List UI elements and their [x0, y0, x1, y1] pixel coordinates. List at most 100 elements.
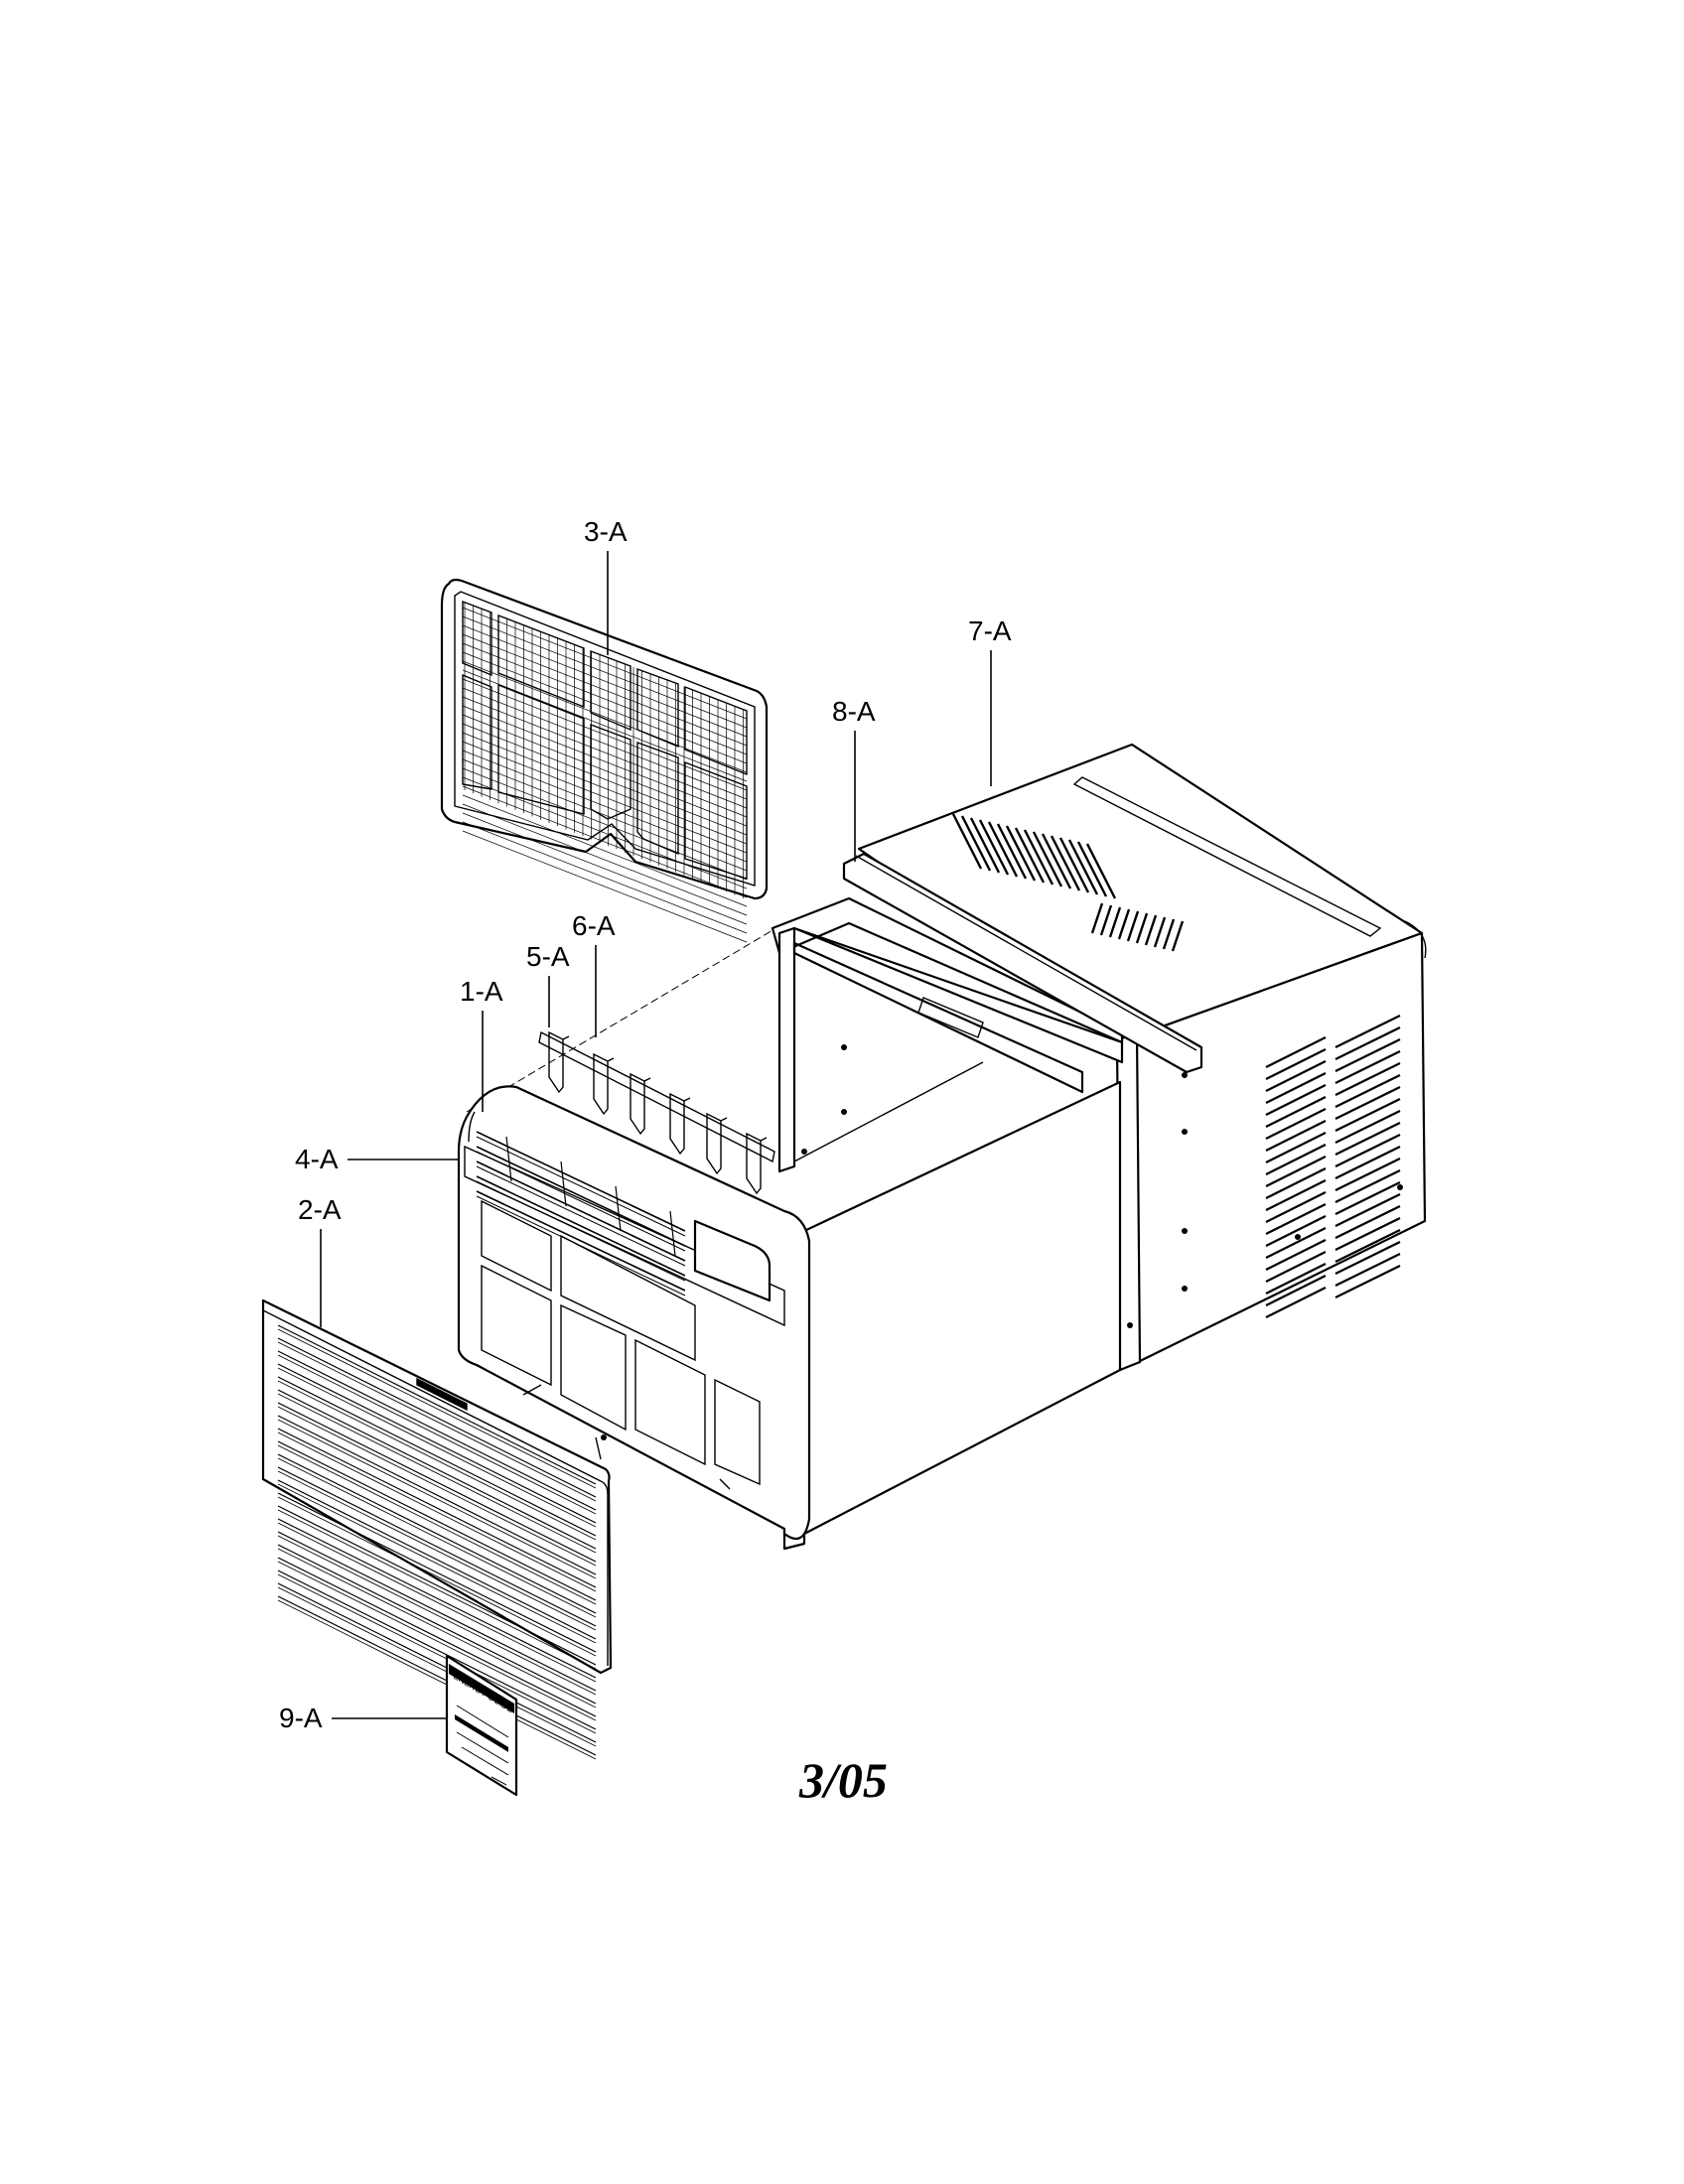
- drawing-shape: [548, 1030, 564, 1094]
- drawing-stroke: [476, 1146, 686, 1247]
- drawing-shape: [593, 1052, 609, 1116]
- drawing-stroke: [1265, 1084, 1327, 1116]
- revision-date: 3/05: [798, 1752, 888, 1808]
- drawing-stroke: [1334, 1122, 1401, 1156]
- drawing-stroke: [277, 1376, 597, 1537]
- drawing-stroke: [1265, 1048, 1327, 1080]
- drawing-stroke: [462, 696, 748, 809]
- label-7A: 7-A: [968, 615, 1012, 646]
- drawing-stroke: [462, 732, 748, 845]
- drawing-stroke: [1265, 1108, 1327, 1140]
- filter-mesh-cells: [462, 600, 748, 943]
- drawing-shape: [636, 667, 679, 749]
- drawing-stroke: [277, 1432, 597, 1592]
- drawing-stroke: [476, 1131, 686, 1232]
- drawing-stroke: [1265, 1191, 1327, 1223]
- drawing-stroke: [669, 1210, 676, 1257]
- drawing-stroke: [683, 1097, 691, 1102]
- drawing-stroke: [1334, 1015, 1401, 1048]
- cabinet-side-louvers: [1265, 1015, 1401, 1318]
- drawing-stroke: [1117, 908, 1131, 940]
- drawing-stroke: [1334, 1134, 1401, 1167]
- drawing-stroke: [277, 1586, 597, 1747]
- drawing-stroke: [1108, 906, 1122, 938]
- label-6A: 6-A: [572, 910, 616, 941]
- drawing-stroke: [462, 776, 748, 889]
- cabinet-top-louvers: [951, 813, 1185, 952]
- drawing-stroke: [760, 1137, 768, 1142]
- drawing-stroke: [1334, 1098, 1401, 1132]
- drawing-stroke: [1171, 920, 1185, 952]
- drawing-stroke: [476, 1136, 686, 1237]
- front-panel-grille: [261, 1298, 613, 1760]
- drawing-stroke: [277, 1599, 597, 1760]
- front-filter-openings: [481, 1199, 761, 1486]
- callout-8A: 8-A: [832, 696, 876, 862]
- drawing-stroke: [996, 823, 1028, 880]
- drawing-stroke: [277, 1557, 597, 1717]
- drawing-stroke: [277, 1496, 597, 1657]
- drawing-stroke: [277, 1535, 597, 1696]
- front-panel-slots: [277, 1324, 597, 1760]
- drawing-stroke: [462, 642, 748, 755]
- drawing-stroke: [1076, 841, 1108, 897]
- drawing-stroke: [476, 1175, 686, 1277]
- drawing-stroke: [1050, 835, 1081, 891]
- label-4A: 4-A: [295, 1144, 339, 1174]
- drawing-stroke: [1265, 1227, 1327, 1259]
- drawing-shape: [481, 1199, 552, 1293]
- drawing-stroke: [277, 1479, 597, 1640]
- drawing-stroke: [1334, 1193, 1401, 1227]
- drawing-stroke: [277, 1492, 597, 1653]
- drawing-stroke: [1334, 1062, 1401, 1096]
- drawing-stroke: [462, 785, 748, 898]
- drawing-stroke: [1023, 829, 1054, 886]
- drawing-stroke: [987, 821, 1019, 878]
- drawing-stroke: [462, 633, 748, 747]
- drawing-stroke: [462, 830, 748, 943]
- drawing-stroke: [1265, 1060, 1327, 1092]
- drawing-stroke: [1334, 1110, 1401, 1144]
- drawing-shape: [669, 1092, 685, 1156]
- drawing-stroke: [1099, 904, 1113, 936]
- drawing-stroke: [462, 624, 748, 738]
- drawing-stroke: [1265, 1156, 1327, 1187]
- drawing-stroke: [462, 767, 748, 881]
- drawing-stroke: [1144, 914, 1158, 946]
- drawing-stroke: [1032, 831, 1063, 887]
- drawing-stroke: [462, 741, 748, 854]
- drawing-stroke: [277, 1350, 597, 1511]
- drawing-stroke: [462, 678, 748, 791]
- drawing-stroke: [277, 1444, 597, 1605]
- drawing-stroke: [277, 1570, 597, 1730]
- callout-1A: 1-A: [460, 976, 503, 1112]
- drawing-stroke: [1058, 837, 1090, 893]
- drawing-stroke: [1265, 1096, 1327, 1128]
- drawing-stroke: [462, 615, 748, 729]
- drawing-stroke: [277, 1582, 597, 1743]
- drawing-stroke: [1265, 1239, 1327, 1271]
- drawing-shape: [630, 1072, 645, 1136]
- drawing-stroke: [277, 1518, 597, 1679]
- drawing-stroke: [277, 1548, 597, 1708]
- energy-guide-label: ENERGY GUIDE: [445, 1654, 518, 1797]
- drawing-stroke: [1135, 912, 1149, 944]
- callout-3A: 3-A: [584, 516, 628, 655]
- drawing-shape: [684, 685, 748, 776]
- chassis-base: [466, 852, 1203, 1535]
- drawing-stroke: [277, 1341, 597, 1502]
- drawing-stroke: [476, 1165, 686, 1267]
- drawing-stroke: [462, 821, 748, 934]
- drawing-stroke: [1334, 1205, 1401, 1239]
- drawing-stroke: [1265, 1275, 1327, 1306]
- front-grille-frame: [457, 1080, 1122, 1551]
- callout-2A: 2-A: [298, 1194, 342, 1327]
- drawing-stroke: [969, 817, 1001, 874]
- drawing-stroke: [277, 1380, 597, 1541]
- drawing-stroke: [607, 1057, 615, 1062]
- drawing-shape: [746, 1132, 762, 1195]
- label-9A: 9-A: [279, 1703, 323, 1733]
- louver-blade-assembly: [538, 1030, 775, 1195]
- drawing-shape: [634, 1338, 706, 1466]
- drawing-stroke: [277, 1509, 597, 1670]
